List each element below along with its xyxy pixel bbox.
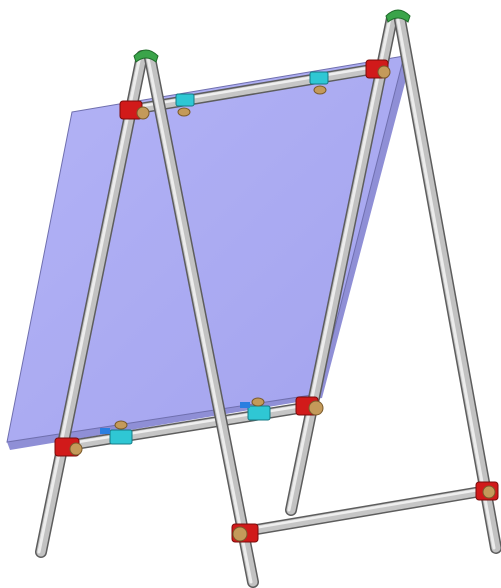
clamp-bottom-right — [240, 397, 271, 421]
back-right-leg — [285, 12, 398, 516]
lower-cross-brace — [236, 484, 496, 538]
red-connector-brace-left — [231, 523, 259, 543]
red-connector-bottom-right — [295, 396, 324, 416]
front-right-leg — [144, 52, 259, 588]
clamp-top-left — [175, 93, 195, 117]
clamp-top-right — [309, 71, 329, 95]
front-left-leg — [35, 50, 148, 558]
top-cap-right — [385, 9, 411, 23]
back-outer-right-leg — [394, 14, 501, 554]
top-cap-left — [133, 49, 159, 63]
red-connector-top-left — [119, 100, 150, 120]
red-connector-brace-right — [475, 481, 499, 501]
panel-board — [6, 55, 410, 450]
panel-bottom-crossbar — [60, 400, 320, 452]
clamp-bottom-left — [100, 420, 133, 445]
top-crossbar — [124, 62, 386, 116]
red-connector-top-right — [365, 59, 391, 79]
red-connector-bottom-left — [54, 437, 83, 457]
